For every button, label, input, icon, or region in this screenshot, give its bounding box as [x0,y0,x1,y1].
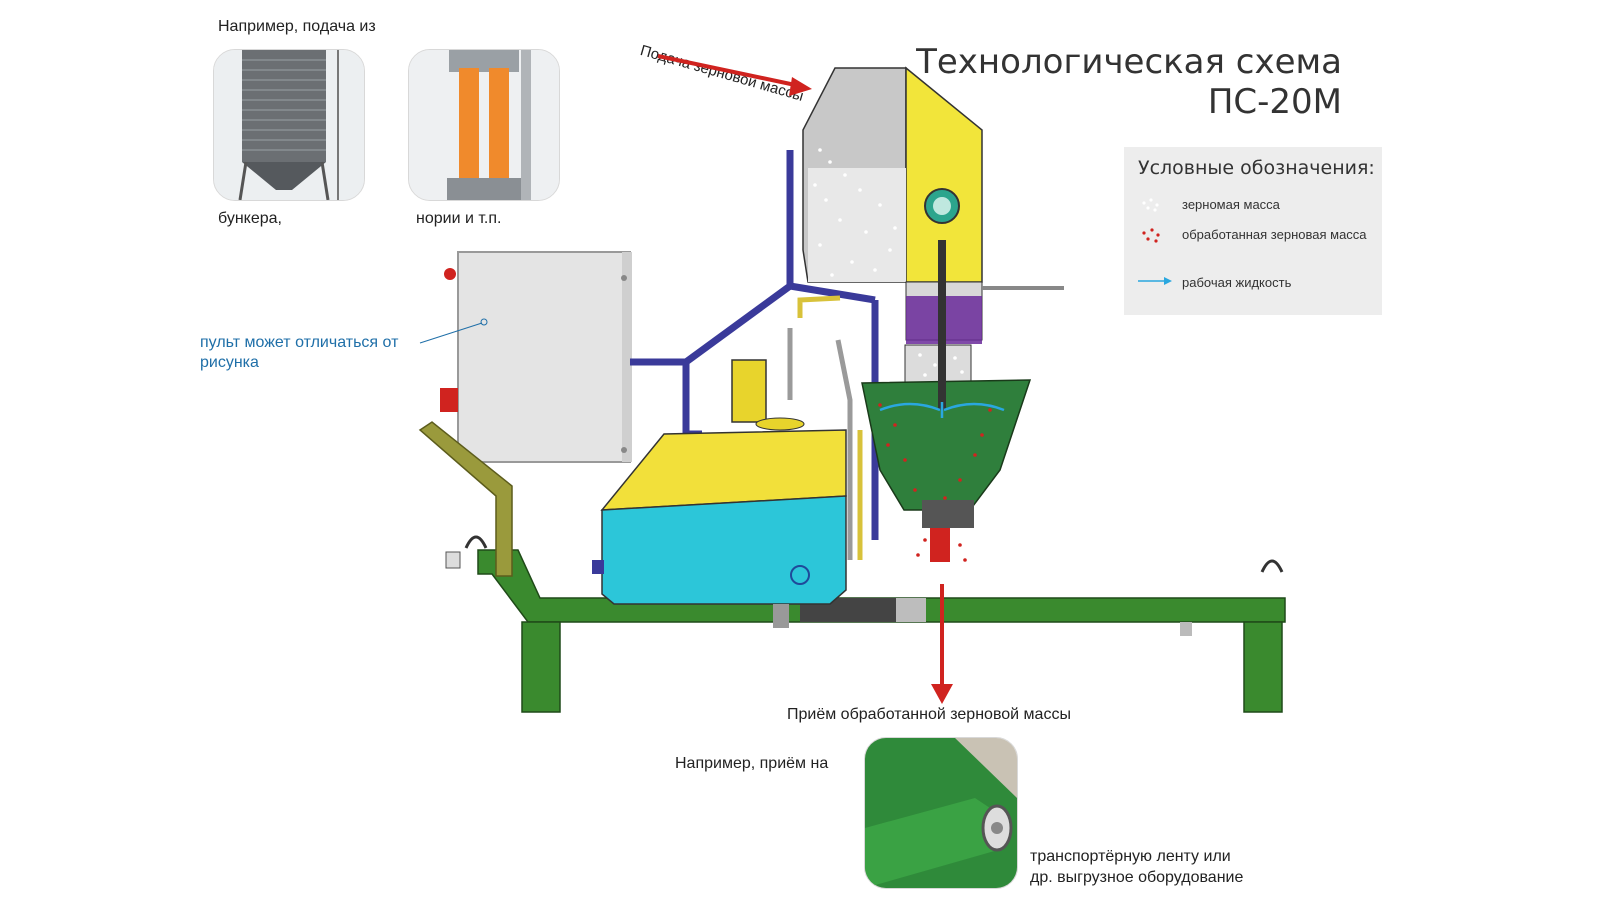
conveyor-photo [864,737,1018,889]
output-arrow [931,584,953,704]
legend-panel: Условные обозначения: зерномая масса обр… [1124,147,1382,315]
bunker-photo [213,49,365,201]
feed-example-label: Например, подача из [218,18,376,35]
treatment-chamber [861,240,1032,562]
elevator-photo [408,49,560,201]
conveyor-belt-icon [865,738,1017,888]
treated-grain-particles [878,403,992,562]
white-dots-icon [1142,198,1159,212]
output-arrow-label: Приём обработанной зерновой массы [787,706,1071,723]
fluid-flow-arrows [879,402,1005,418]
feed-arrow [657,54,812,96]
conveyor-label-2: др. выгрузное оборудование [1030,869,1244,886]
page-title: Технологическая схема ПС-20М [916,42,1342,122]
grain-particles [813,148,964,377]
grain-hopper [802,66,1064,344]
title-line-2: ПС-20М [1207,82,1342,122]
silo-icon [214,50,364,200]
legend-item-fluid: рабочая жидкость [1182,275,1292,290]
liquid-tank [592,359,847,628]
conveyor-label-1: транспортёрную ленту или [1030,848,1231,865]
control-panel-note: пульт может отличаться от рисунка [200,334,399,371]
elevator-label: нории и т.п. [416,210,502,227]
bunker-label: бункера, [218,210,282,227]
legend-symbols [1138,198,1172,285]
control-panel [419,251,632,463]
base-frame [445,535,1286,713]
blue-arrow-icon [1138,277,1172,285]
fluid-pipes [787,295,863,560]
title-line-1: Технологическая схема [916,42,1342,82]
output-example-label: Например, приём на [675,755,829,772]
legend-heading: Условные обозначения: [1138,157,1375,179]
legend-item-grain: зерномая масса [1182,197,1280,212]
elevator-icon [409,50,559,200]
legend-item-treated-grain: обработанная зерновая масса [1182,227,1367,242]
red-dots-icon [1142,228,1160,243]
